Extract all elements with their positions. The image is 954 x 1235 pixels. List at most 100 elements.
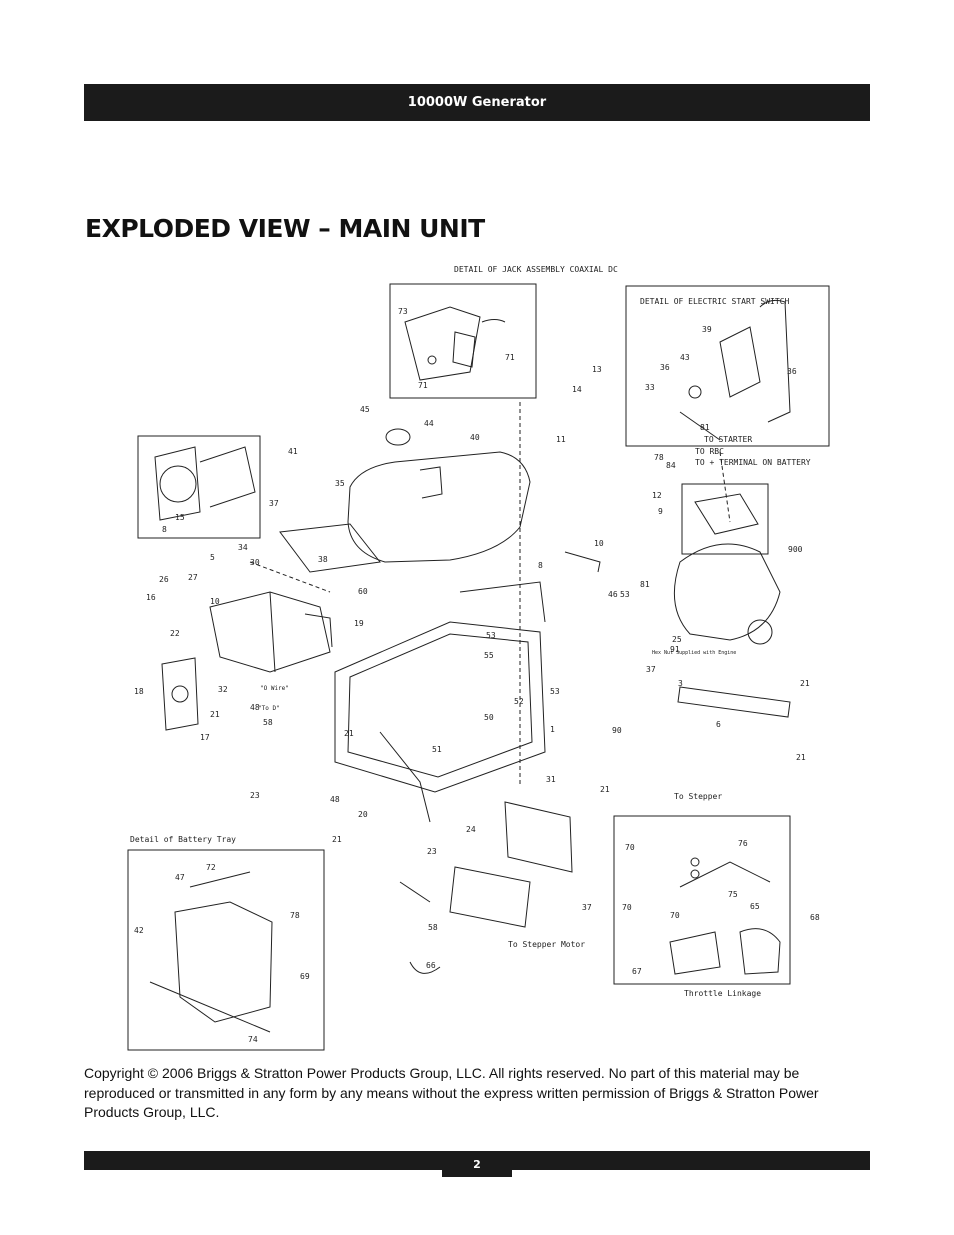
part-number-label: 21	[210, 710, 220, 719]
part-number-label: 70	[670, 911, 680, 920]
part-number-label: 37	[582, 903, 592, 912]
part-number-label: 11	[556, 435, 566, 444]
part-number-label: 1	[550, 725, 555, 734]
fuel-tank	[347, 451, 531, 563]
part-number-label: 19	[354, 619, 364, 628]
part-number-label: 70	[622, 903, 632, 912]
to-stepper-motor-label: To Stepper Motor	[508, 940, 585, 949]
part-number-label: 13	[592, 365, 602, 374]
battery-tray-label: Detail of Battery Tray	[130, 835, 236, 844]
to-starter-label: TO STARTER	[704, 435, 752, 444]
header-title: 10000W Generator	[407, 95, 547, 110]
to-terminal-label: TO + TERMINAL ON BATTERY	[695, 458, 811, 467]
switch-detail-label: DETAIL OF ELECTRIC START SWITCH	[640, 297, 789, 306]
to-d-label: "To D"	[258, 705, 280, 712]
part-number-label: 9	[658, 507, 663, 516]
page-number: 2	[442, 1151, 512, 1177]
part-number-labels: 7371711314113936433633817884454440413537…	[134, 307, 820, 1044]
part-number-label: 46	[608, 590, 618, 599]
battery-tray-detail-box	[127, 849, 325, 1051]
part-number-label: 71	[505, 353, 515, 362]
part-number-label: 70	[625, 843, 635, 852]
part-number-label: 60	[358, 587, 368, 596]
part-number-label: 51	[432, 745, 442, 754]
jack-detail-label: DETAIL OF JACK ASSEMBLY COAXIAL DC	[454, 265, 618, 274]
part-number-label: 58	[263, 718, 273, 727]
o-wire-label: "O Wire"	[260, 685, 289, 692]
part-number-label: 73	[398, 307, 408, 316]
part-number-label: 42	[134, 926, 144, 935]
exploded-view-diagram: DETAIL OF JACK ASSEMBLY COAXIAL DC DETAI…	[127, 265, 830, 1051]
header-bar: 10000W Generator	[84, 84, 870, 121]
part-number-label: 37	[269, 499, 279, 508]
part-number-label: 43	[680, 353, 690, 362]
part-number-label: 76	[738, 839, 748, 848]
part-number-label: 30	[250, 558, 260, 567]
part-number-label: 81	[700, 423, 710, 432]
part-number-label: 31	[546, 775, 556, 784]
part-number-label: 50	[484, 713, 494, 722]
part-number-label: 21	[332, 835, 342, 844]
part-number-label: 55	[484, 651, 494, 660]
part-number-label: 23	[250, 791, 260, 800]
part-number-label: 75	[728, 890, 738, 899]
part-number-label: 78	[290, 911, 300, 920]
part-number-label: 14	[572, 385, 582, 394]
part-number-label: 40	[470, 433, 480, 442]
part-number-label: 20	[358, 810, 368, 819]
engine-detail-box	[681, 483, 769, 555]
alternator-detail-box	[137, 435, 261, 539]
part-number-label: 58	[428, 923, 438, 932]
part-number-label: 37	[646, 665, 656, 674]
part-number-label: 900	[788, 545, 803, 554]
part-number-label: 48	[330, 795, 340, 804]
jack-detail-box	[389, 283, 537, 399]
throttle-detail-box	[613, 815, 791, 985]
part-number-label: 33	[645, 383, 655, 392]
part-number-label: 35	[335, 479, 345, 488]
part-number-label: 65	[750, 902, 760, 911]
part-number-label: 17	[200, 733, 210, 742]
part-number-label: 74	[248, 1035, 258, 1044]
part-number-label: 32	[218, 685, 228, 694]
part-number-label: 5	[210, 553, 215, 562]
part-number-label: 78	[654, 453, 664, 462]
part-number-label: 6	[716, 720, 721, 729]
part-number-label: 45	[360, 405, 370, 414]
part-number-label: 8	[538, 561, 543, 570]
to-rbc-label: TO RBC	[695, 447, 724, 456]
throttle-label: Throttle Linkage	[684, 989, 761, 998]
to-stepper-label: To Stepper	[674, 792, 722, 801]
part-number-label: 36	[660, 363, 670, 372]
part-number-label: 21	[796, 753, 806, 762]
footer-bar-right	[512, 1151, 870, 1170]
part-number-label: 24	[466, 825, 476, 834]
part-number-label: 21	[800, 679, 810, 688]
part-number-label: 66	[426, 961, 436, 970]
frame	[334, 621, 546, 793]
part-number-label: 26	[159, 575, 169, 584]
part-number-label: 23	[427, 847, 437, 856]
part-number-label: 8	[162, 525, 167, 534]
part-number-label: 22	[170, 629, 180, 638]
copyright-notice: Copyright © 2006 Briggs & Stratton Power…	[84, 1065, 819, 1120]
footer-bar-left	[84, 1151, 442, 1170]
part-number-label: 15	[175, 513, 185, 522]
part-number-label: 53	[486, 631, 496, 640]
part-number-label: 21	[344, 729, 354, 738]
end-cover	[161, 657, 199, 731]
part-number-label: 67	[632, 967, 642, 976]
part-number-label: 16	[146, 593, 156, 602]
part-number-label: 10	[594, 539, 604, 548]
engine	[673, 543, 781, 641]
switch-detail-box	[625, 285, 830, 447]
part-number-label: 36	[787, 367, 797, 376]
part-number-label: 52	[514, 697, 524, 706]
part-number-label: 39	[702, 325, 712, 334]
part-number-label: 71	[418, 381, 428, 390]
part-number-label: 27	[188, 573, 198, 582]
part-number-label: 91	[670, 645, 680, 654]
part-number-label: 72	[206, 863, 216, 872]
part-number-label: 69	[300, 972, 310, 981]
part-number-label: 12	[652, 491, 662, 500]
